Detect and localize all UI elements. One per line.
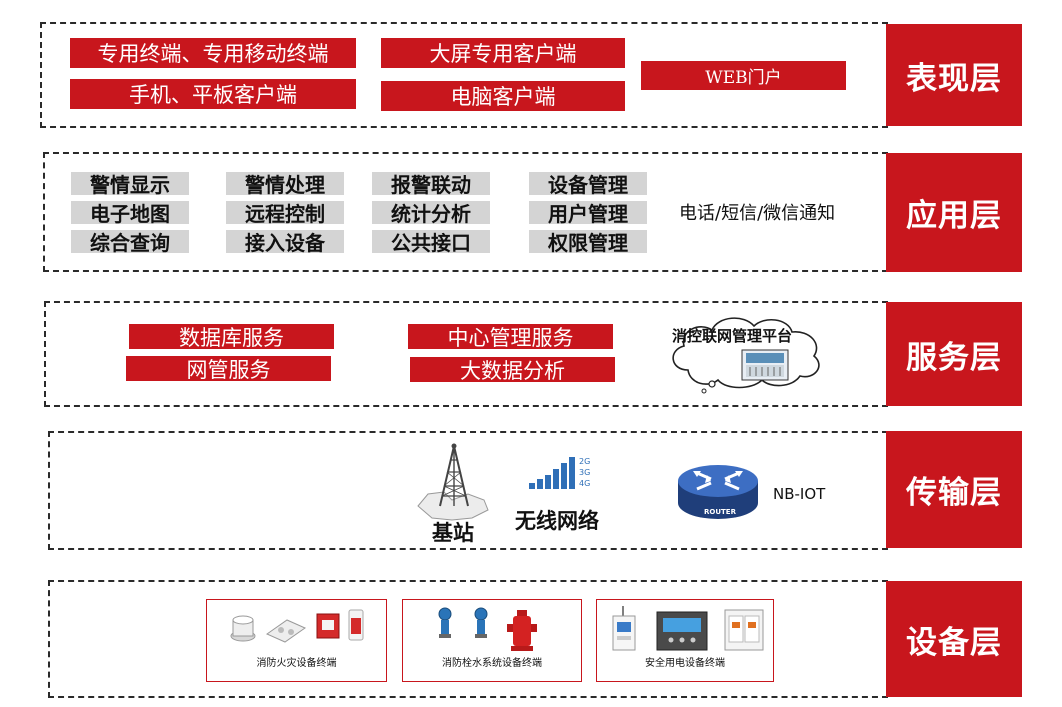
app-notify-label: 电话/短信/微信通知	[679, 203, 836, 224]
transport-layer-tag: 传输层	[886, 431, 1022, 548]
app-item-device-management: 设备管理	[529, 172, 647, 197]
service-item-network-management: 网管服务	[126, 356, 331, 382]
device-layer-tag: 设备层	[886, 581, 1022, 697]
presentation-layer-tag: 表现层	[886, 24, 1022, 126]
app-item-alarm-linkage: 报警联动	[372, 172, 490, 197]
signal-label-2g: 2G	[579, 457, 591, 466]
router-label: ROUTER	[704, 508, 736, 516]
signal-label-3g: 3G	[579, 468, 591, 477]
device-group-hydrant-water-label: 消防栓水系统设备终端	[442, 658, 542, 669]
device-group-electrical-safety: 安全用电设备终端	[596, 599, 774, 682]
app-item-alarm-handling: 警情处理	[226, 172, 344, 197]
app-item-alarm-display: 警情显示	[71, 172, 189, 197]
application-layer-tag: 应用层	[886, 153, 1022, 272]
app-item-comprehensive-query: 综合查询	[71, 230, 189, 255]
app-item-electronic-map: 电子地图	[71, 201, 189, 226]
base-station-label: 基站	[432, 520, 474, 545]
app-item-permission-management: 权限管理	[529, 230, 647, 255]
signal-label-4g: 4G	[579, 479, 591, 488]
cloud-platform-icon	[672, 317, 820, 394]
nbiot-label: NB-IOT	[773, 485, 826, 503]
hydrant-water-devices-icon	[438, 607, 537, 651]
device-group-hydrant-water: 消防栓水系统设备终端	[402, 599, 582, 682]
platform-label: 消控联网管理平台	[672, 327, 793, 345]
router-icon	[678, 465, 758, 519]
app-item-public-interface: 公共接口	[372, 230, 490, 255]
app-item-access-device: 接入设备	[226, 230, 344, 255]
presentation-item-mobile-client: 手机、平板客户端	[70, 79, 356, 109]
base-station-icon	[417, 443, 489, 521]
app-item-user-management: 用户管理	[529, 201, 647, 226]
service-layer-tag: 服务层	[886, 302, 1022, 406]
service-item-database: 数据库服务	[129, 324, 334, 350]
presentation-item-bigscreen-client: 大屏专用客户端	[381, 38, 625, 68]
app-item-statistics: 统计分析	[372, 201, 490, 226]
service-item-big-data: 大数据分析	[410, 357, 615, 383]
app-item-remote-control: 远程控制	[226, 201, 344, 226]
wireless-label: 无线网络	[515, 508, 599, 533]
fire-alarm-devices-icon	[230, 609, 364, 643]
electrical-safety-devices-icon	[612, 606, 764, 651]
presentation-item-pc-client: 电脑客户端	[381, 81, 625, 111]
presentation-item-dedicated-terminal: 专用终端、专用移动终端	[70, 38, 356, 68]
device-group-fire-alarm: 消防火灾设备终端	[206, 599, 387, 682]
device-group-fire-alarm-label: 消防火灾设备终端	[256, 658, 337, 669]
presentation-item-web-portal: WEB门户	[641, 61, 846, 90]
device-group-electrical-safety-label: 安全用电设备终端	[645, 658, 725, 669]
service-item-center-management: 中心管理服务	[408, 324, 613, 350]
wireless-signal-icon	[529, 457, 575, 489]
